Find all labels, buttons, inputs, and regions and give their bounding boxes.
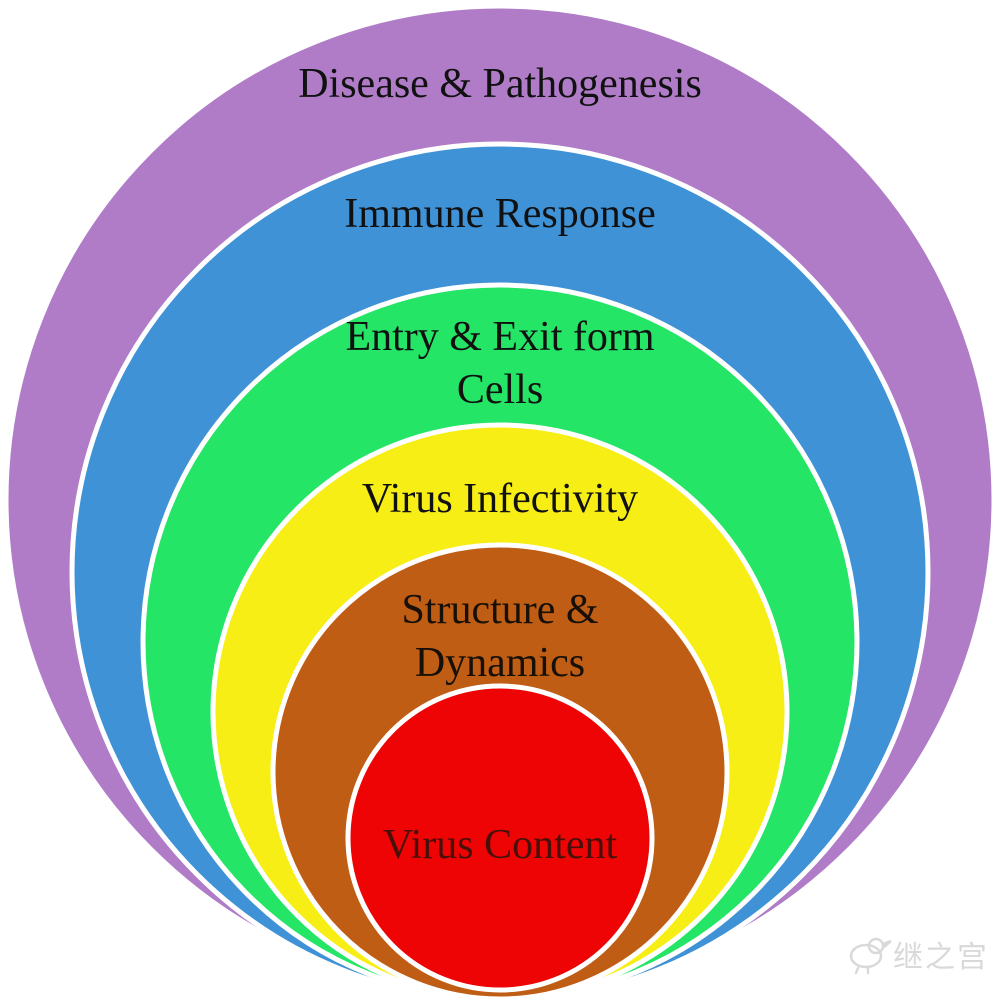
layer-label-structure-dynamics-line1: Structure & — [401, 587, 598, 633]
layer-label-entry-exit-line1: Entry & Exit form — [345, 314, 654, 360]
layer-label-structure-dynamics-line2: Dynamics — [415, 640, 585, 686]
layer-circle-virus-content — [345, 683, 655, 993]
layer-label-disease-pathogenesis: Disease & Pathogenesis — [298, 61, 702, 107]
layer-label-immune-response: Immune Response — [344, 191, 655, 237]
watermark: 继之宫 — [849, 937, 989, 975]
chick-icon — [849, 937, 892, 975]
layer-label-entry-exit-line2: Cells — [457, 367, 543, 413]
watermark-text: 继之宫 — [893, 940, 989, 975]
layer-label-virus-infectivity: Virus Infectivity — [362, 476, 638, 522]
layer-label-virus-content: Virus Content — [383, 822, 618, 868]
